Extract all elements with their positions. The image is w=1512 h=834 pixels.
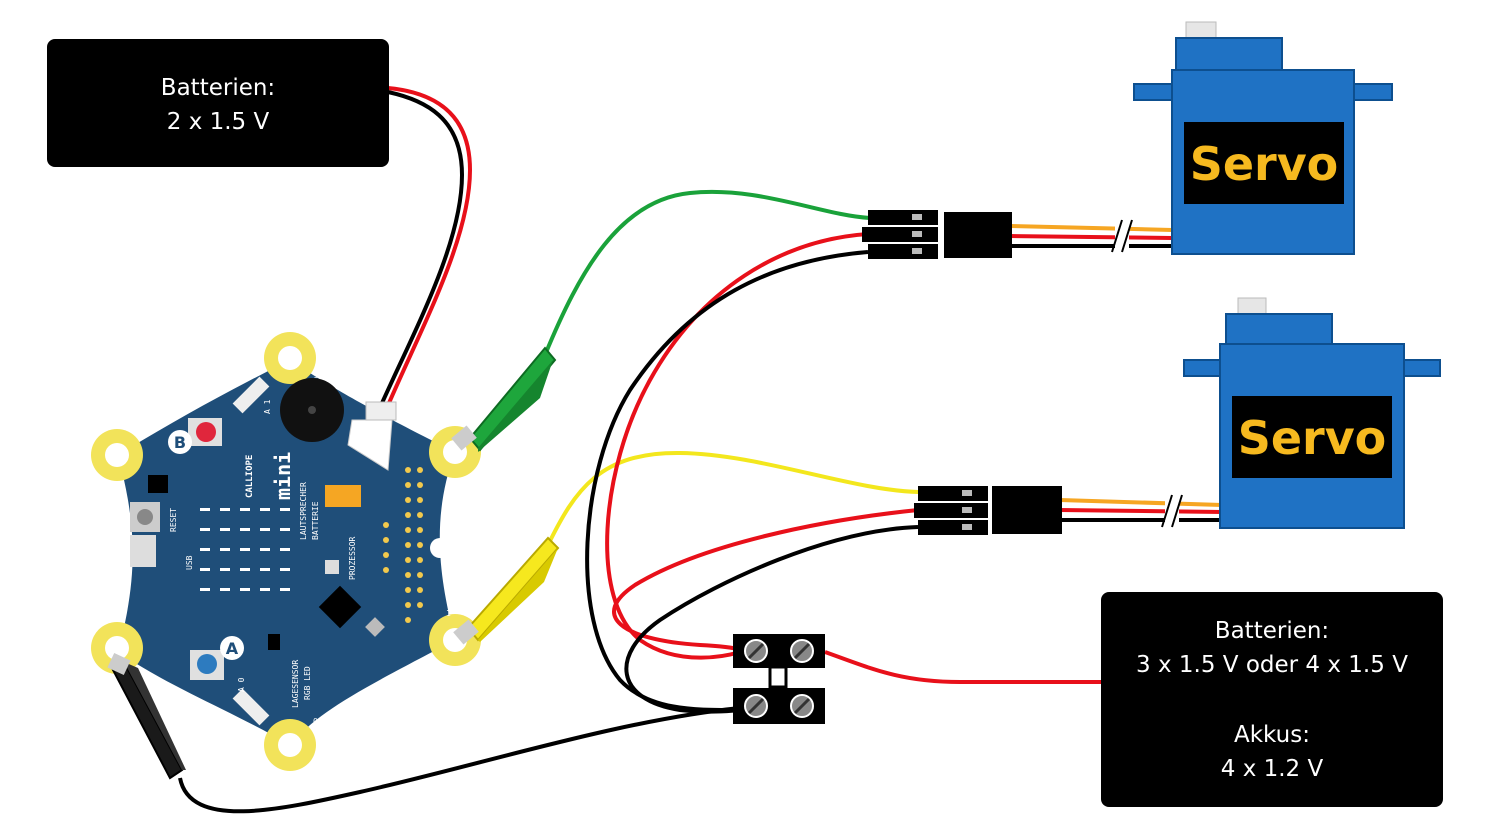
usb-port (130, 535, 156, 567)
servo-cable-bottom-orange (1059, 498, 1223, 507)
servo-bottom: Servo (1183, 297, 1441, 529)
battery-large-accu-value: 4 x 1.2 V (1220, 756, 1324, 782)
battery-large-value: 3 x 1.5 V oder 4 x 1.5 V (1136, 652, 1408, 678)
wire-red-large-battery (824, 650, 1102, 685)
pin-header (383, 467, 423, 623)
terminal-block-bottom (733, 688, 825, 724)
connector-bottom-pins (914, 486, 988, 535)
label-reset: RESET (169, 508, 178, 532)
pad-3[interactable] (264, 332, 316, 384)
wire-red-top-servo (605, 232, 869, 660)
label-minus: − (115, 608, 121, 619)
wire-green-signal (543, 190, 871, 356)
label-pin2: 2 (446, 479, 451, 488)
button-a[interactable] (190, 650, 224, 680)
button-b[interactable] (188, 418, 222, 446)
battery-connector (347, 401, 397, 471)
wire-battery-black (376, 90, 465, 413)
label-pin1: 1 (446, 609, 451, 618)
terminal-block-top (733, 634, 825, 668)
terminal-link (768, 665, 788, 689)
wire-black-board-ground (178, 706, 741, 814)
board-brand: CALLIOPE (245, 455, 255, 498)
connector-top-housing (944, 212, 1012, 258)
label-pin3: 3 (314, 371, 319, 380)
servo-cable-bottom-red (1059, 508, 1223, 514)
battery-small-title: Batterien: (160, 75, 276, 101)
label-rgb: RGB LED (303, 666, 312, 700)
label-processor: PROZESSOR (348, 536, 357, 580)
battery-box-small: Batterien: 2 x 1.5 V (47, 39, 389, 167)
led-matrix (200, 508, 290, 591)
connector-top-pins (862, 210, 938, 259)
servo-bottom-label: Servo (1238, 411, 1387, 465)
wire-battery-red (384, 86, 473, 411)
battery-small-value: 2 x 1.5 V (166, 109, 270, 135)
battery-large-title: Batterien: (1214, 618, 1330, 644)
wire-black-top-servo (585, 250, 869, 713)
label-sensor: LAGESENSOR (291, 660, 300, 708)
grove-a1 (232, 376, 270, 414)
board-model: mini (271, 452, 295, 500)
battery-large-accu-title: Akkus: (1234, 722, 1310, 748)
pad-plus[interactable] (91, 429, 143, 481)
pad-0[interactable] (264, 719, 316, 771)
wire-yellow-signal (546, 450, 919, 546)
label-plus: + (116, 480, 122, 491)
wire-black-bottom-servo (624, 525, 919, 714)
servo-top: Servo (1133, 21, 1393, 255)
battery-box-large: Batterien: 3 x 1.5 V oder 4 x 1.5 V Akku… (1101, 592, 1443, 807)
calliope-mini-board: B A (91, 332, 481, 771)
button-b-label: B (174, 433, 186, 452)
grove-a0 (232, 688, 270, 726)
alligator-clip-yellow (453, 536, 560, 645)
label-pin0: 0 (313, 717, 318, 726)
alligator-clip-green (451, 346, 557, 452)
label-battery: BATTERIE (311, 501, 320, 540)
alligator-clip-black (107, 652, 186, 780)
label-usb: USB (185, 555, 194, 570)
connector-bottom-housing (992, 486, 1062, 534)
wire-red-bottom-servo (612, 508, 919, 652)
servo-cable-top-orange (1009, 224, 1173, 232)
servo-cable-top-red (1009, 234, 1173, 240)
label-speaker: LAUTSPRECHER (299, 482, 308, 540)
label-a0: A 0 (237, 677, 246, 692)
label-a1: A 1 (263, 399, 272, 414)
servo-top-label: Servo (1190, 137, 1339, 191)
button-a-label: A (226, 639, 239, 658)
